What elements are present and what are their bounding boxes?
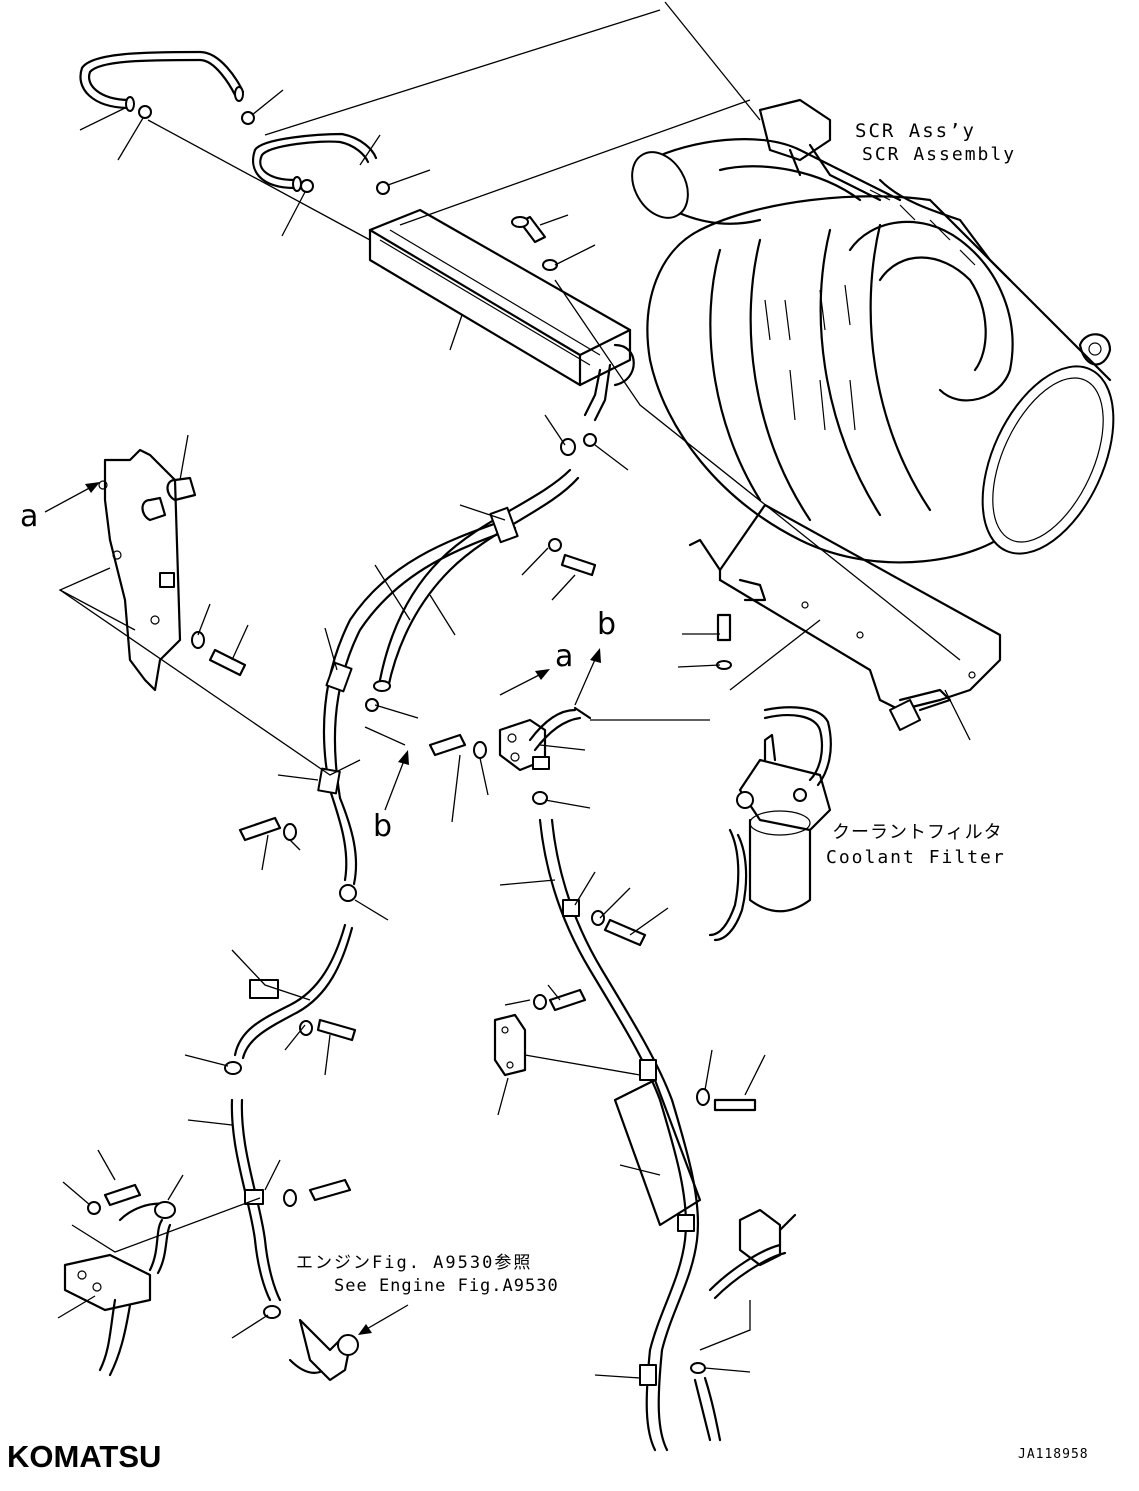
ref-b-mid: b bbox=[597, 607, 617, 642]
bolt-washer-center bbox=[238, 538, 597, 842]
coolant-filter-label-en: Coolant Filter bbox=[826, 847, 1006, 868]
main-hose-bundle bbox=[317, 433, 597, 902]
cover-bracket bbox=[688, 503, 1002, 731]
lower-left-bracket bbox=[63, 1018, 357, 1377]
left-bracket bbox=[98, 448, 197, 692]
coolant-filter-label-jp: クーラントフィルタ bbox=[832, 822, 1003, 843]
coolant-filter bbox=[708, 706, 832, 942]
engine-ref-label-jp: エンジンFig. A9530参照 bbox=[296, 1253, 533, 1273]
scr-label-jp: SCR Ass’y bbox=[855, 120, 976, 142]
lower-center-hoses bbox=[493, 818, 797, 1452]
reference-arrows bbox=[44, 482, 601, 1335]
bolt-washer-left bbox=[191, 631, 247, 677]
mid-bracket bbox=[498, 706, 592, 805]
drawing-id: JA118958 bbox=[1018, 1447, 1089, 1462]
top-hoses bbox=[79, 50, 390, 195]
komatsu-logo: KOMATSU bbox=[7, 1439, 162, 1474]
bolt-washer-set-top bbox=[511, 215, 558, 271]
engine-ref-label-en: See Engine Fig.A9530 bbox=[334, 1276, 559, 1296]
lower-left-hoses bbox=[224, 923, 359, 1382]
scr-label-en: SCR Assembly bbox=[862, 144, 1017, 165]
ref-a-left: a bbox=[20, 499, 39, 534]
scr-assembly bbox=[631, 98, 1115, 564]
cooler-core bbox=[368, 208, 635, 422]
leader-lines bbox=[57, 1, 971, 1379]
ref-b-bottom: b bbox=[373, 809, 393, 844]
ref-a-mid: a bbox=[555, 639, 574, 674]
